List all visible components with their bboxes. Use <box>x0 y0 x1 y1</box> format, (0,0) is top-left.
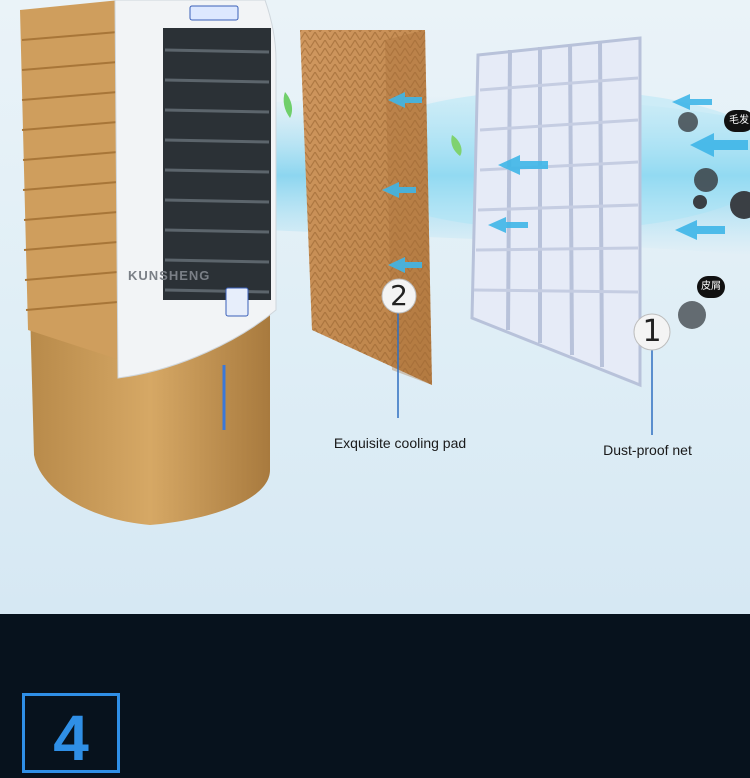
brand-watermark: KUNSHENG <box>128 268 211 283</box>
cooler-base <box>30 300 270 525</box>
scene-illustration <box>20 0 750 525</box>
step-number-box: 4 <box>22 693 120 774</box>
section-background <box>0 614 750 764</box>
dander-tag: 皮屑 <box>697 276 725 298</box>
cooler-side-grill <box>20 0 120 360</box>
cooler-badge <box>225 287 249 317</box>
hair-tag: 毛发 <box>724 110 750 132</box>
leaf <box>283 92 293 118</box>
cooler-louver-area <box>163 28 271 300</box>
dust-net-caption: Dust-proof net <box>603 442 692 458</box>
marker-dust-net: 1 <box>642 314 662 349</box>
product-scene: KUNSHENG 2 1 Exquisite cooling pad Dust-… <box>0 0 750 614</box>
step-number: 4 <box>53 702 89 774</box>
dust-proof-net <box>470 36 642 388</box>
marker-cooling-pad: 2 <box>390 279 408 312</box>
leaf <box>451 135 462 156</box>
cooler-display <box>189 5 239 21</box>
cooling-pad-caption: Exquisite cooling pad <box>333 435 467 451</box>
